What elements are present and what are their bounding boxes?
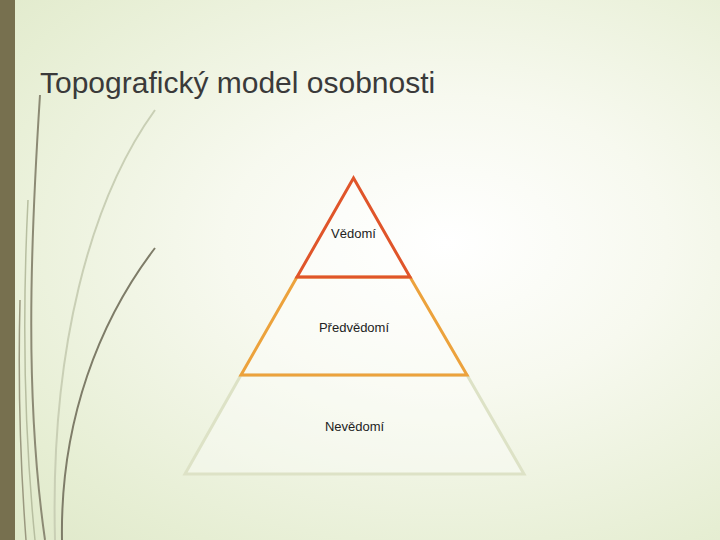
side-bar <box>0 0 15 540</box>
band-shape <box>297 178 410 277</box>
deco-curve <box>25 200 35 540</box>
pyramid-band: Vědomí <box>297 178 410 277</box>
band-label: Předvědomí <box>319 320 389 335</box>
band-shape <box>185 375 524 474</box>
deco-curve <box>55 110 155 540</box>
band-label: Nevědomí <box>325 419 384 434</box>
deco-curve <box>31 95 45 540</box>
band-label: Vědomí <box>331 226 376 241</box>
deco-curve <box>19 300 26 540</box>
deco-curve <box>62 248 155 540</box>
pyramid-band: Předvědomí <box>241 277 467 375</box>
slide-title: Topografický model osobnosti <box>40 66 435 100</box>
band-shape <box>241 277 467 375</box>
pyramid-band: Nevědomí <box>185 375 524 474</box>
